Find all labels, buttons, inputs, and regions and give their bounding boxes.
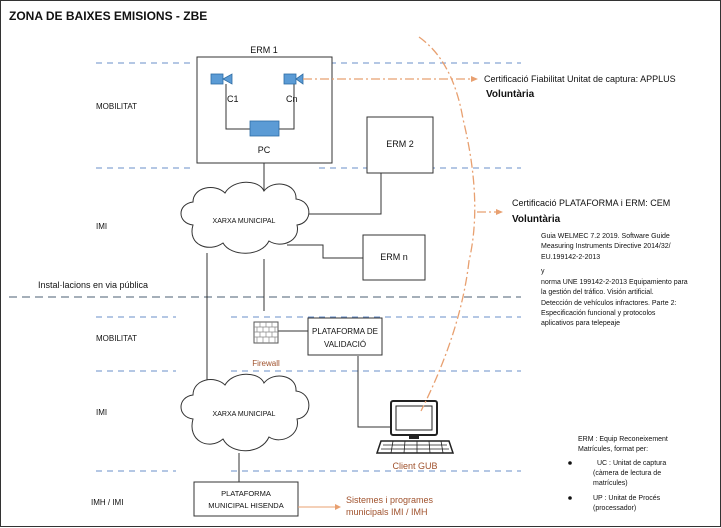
- zone-label-mobilitat-top: MOBILITAT: [96, 102, 137, 111]
- cert1-type: Voluntària: [486, 89, 535, 100]
- client-computer-icon: [375, 400, 455, 454]
- guide-line: la gestión del tráfico. Visión artificia…: [541, 289, 654, 296]
- sistemes-arrow-head: [335, 504, 341, 510]
- erm2-box: [366, 116, 434, 174]
- zone-label-imh-imi: IMH / IMI: [91, 498, 123, 507]
- erm1-wire-cn: [279, 84, 295, 130]
- legend-intro-line2: Matrícules, format per:: [578, 446, 648, 453]
- legend-bullet-up: [568, 496, 572, 500]
- pc-label: PC: [258, 145, 271, 155]
- guide-line: Especificación funcional y protocolos: [541, 310, 656, 317]
- legend-uc-line1: UC : Unitat de captura: [597, 460, 666, 467]
- connectors: [206, 163, 391, 482]
- xarxa-municipal-cloud-top: XARXA MUNICIPAL: [180, 181, 310, 254]
- guide-line: EU.199142-2-2013: [541, 254, 600, 261]
- ermn-label: ERM n: [380, 252, 408, 262]
- camera-cn-label: Cn: [286, 94, 298, 104]
- guide-line: Guia WELMEC 7.2 2019. Software Guide: [541, 233, 670, 240]
- camera-c1-label: C1: [227, 94, 239, 104]
- legend-uc-line2: (càmera de lectura de: [593, 470, 661, 477]
- camera-c1-icon: [210, 73, 233, 85]
- pc-icon: [249, 120, 280, 137]
- zone-separators: [96, 62, 521, 472]
- plataforma-validacio-line2: VALIDACIÓ: [324, 340, 366, 349]
- zone-label-imi-top: IMI: [96, 222, 107, 231]
- firewall-label: Firewall: [252, 359, 280, 368]
- zone-label-installacions: Instal·lacions en via pública: [38, 280, 148, 290]
- legend-uc-line3: matrícules): [593, 480, 628, 487]
- guide-line: y: [541, 268, 545, 275]
- camera-cn-icon: [283, 73, 304, 85]
- erm-legend: ERM : Equip Reconeixement Matrícules, fo…: [568, 436, 668, 512]
- client-gub-label: Client GUB: [392, 461, 437, 471]
- guide-line: aplicativos para telepeaje: [541, 320, 620, 327]
- guide-line: norma UNE 199142-2-2013 Equipamiento par…: [541, 279, 688, 286]
- diagram-title: ZONA DE BAIXES EMISIONS - ZBE: [9, 9, 207, 23]
- ermn-box: [362, 234, 426, 281]
- cloud-top-label: XARXA MUNICIPAL: [213, 218, 276, 225]
- certification-lines: [303, 36, 496, 412]
- erm2-label: ERM 2: [386, 139, 414, 149]
- plataforma-hisenda-line1: PLATAFORMA: [221, 489, 271, 498]
- sistemes-line2: municipals IMI / IMH: [346, 507, 428, 517]
- guide-line: Measuring Instruments Directive 2014/32/: [541, 243, 671, 250]
- plataforma-hisenda-line2: MUNICIPAL HISENDA: [208, 501, 283, 510]
- legend-up-line2: (processador): [593, 505, 636, 512]
- zone-label-mobilitat-bottom: MOBILITAT: [96, 334, 137, 343]
- sistemes-line1: Sistemes i programes: [346, 495, 434, 505]
- xarxa-municipal-cloud-bottom: XARXA MUNICIPAL: [180, 373, 310, 452]
- plataforma-validacio-line1: PLATAFORMA DE: [312, 327, 378, 336]
- cloud-bottom-label: XARXA MUNICIPAL: [213, 411, 276, 418]
- erm1-title: ERM 1: [250, 45, 278, 55]
- cert1-label: Certificació Fiabilitat Unitat de captur…: [484, 74, 676, 84]
- guide-line: Detección de vehículos infractores. Part…: [541, 300, 676, 307]
- cert2-arrow-head: [496, 209, 503, 215]
- plataforma-validacio-box: [307, 317, 383, 356]
- erm1-wire-c1: [225, 84, 250, 130]
- legend-bullet-uc: [568, 461, 572, 465]
- zone-label-imi-bottom: IMI: [96, 408, 107, 417]
- plataforma-hisenda-box: [193, 481, 299, 517]
- cert2-type: Voluntària: [512, 214, 561, 225]
- legend-intro-line1: ERM : Equip Reconeixement: [578, 436, 668, 443]
- guide-text-block: Guia WELMEC 7.2 2019. Software Guide Mea…: [541, 233, 688, 327]
- legend-up-line1: UP : Unitat de Procés: [593, 495, 661, 502]
- firewall-icon: [253, 321, 279, 344]
- cert2-label: Certificació PLATAFORMA i ERM: CEM: [512, 198, 670, 208]
- cert1-arrow-head: [471, 76, 478, 82]
